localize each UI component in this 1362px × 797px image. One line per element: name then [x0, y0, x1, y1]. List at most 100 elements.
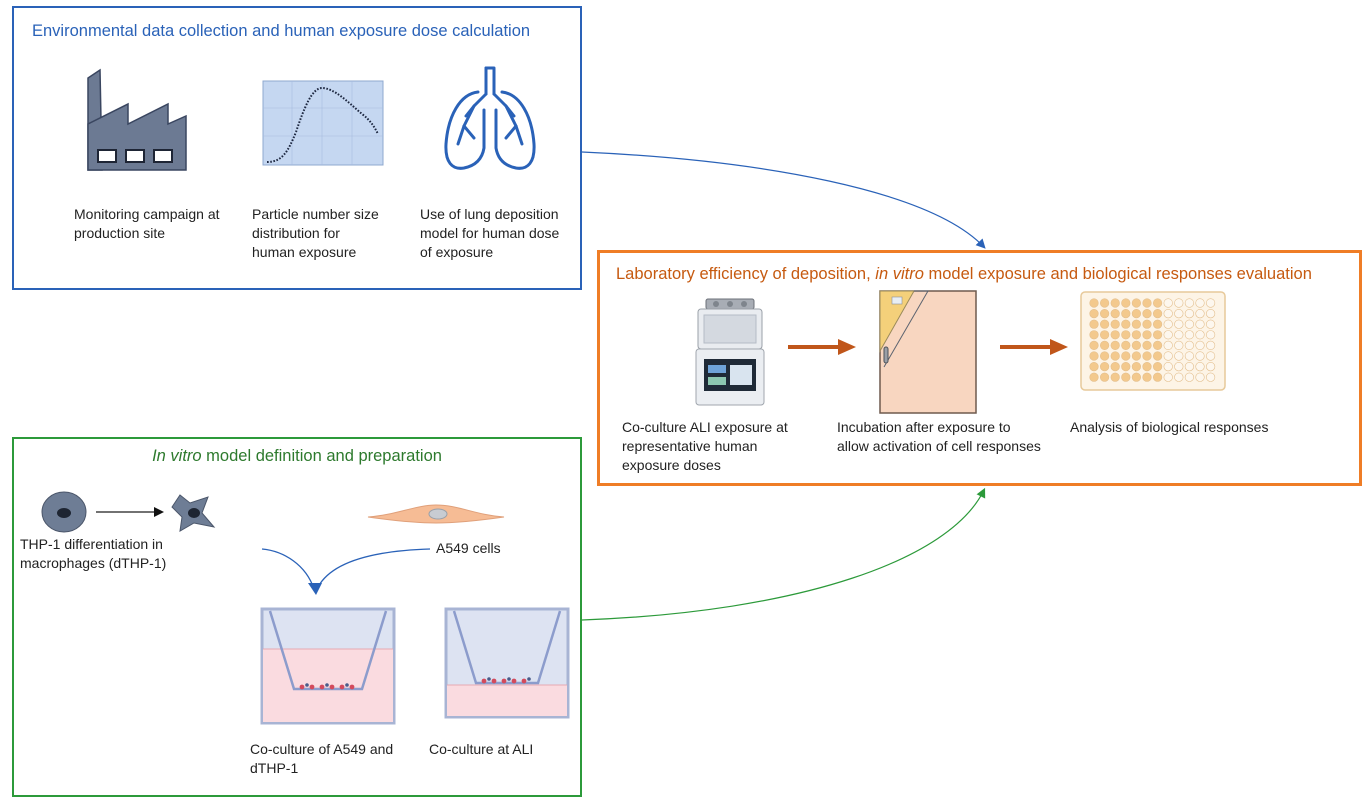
well	[1089, 308, 1099, 319]
well	[1163, 319, 1173, 329]
well	[1152, 319, 1163, 329]
well	[1174, 298, 1184, 308]
well	[1163, 361, 1173, 372]
environmental-panel-title: Environmental data collection and human …	[32, 22, 531, 40]
well	[1142, 372, 1152, 382]
well	[1152, 351, 1163, 361]
well	[1110, 330, 1120, 340]
well	[1152, 372, 1163, 382]
well	[1142, 361, 1152, 372]
well	[1195, 319, 1205, 329]
well	[1152, 298, 1163, 308]
factory-icon	[87, 68, 187, 171]
well	[1142, 340, 1152, 351]
well	[1110, 351, 1120, 361]
well	[1174, 330, 1184, 340]
well	[1195, 340, 1205, 351]
well	[1121, 340, 1131, 351]
well	[1089, 319, 1099, 329]
lungs-icon	[444, 66, 536, 170]
well	[1089, 351, 1099, 361]
well	[1195, 361, 1205, 372]
well	[1121, 308, 1131, 319]
well	[1099, 330, 1110, 340]
coculture-insert-icon	[260, 607, 396, 725]
well	[1131, 330, 1142, 340]
well	[1099, 319, 1110, 329]
exposure-system-icon	[695, 298, 765, 406]
incubator-icon	[879, 290, 977, 414]
well	[1195, 308, 1205, 319]
well	[1099, 340, 1110, 351]
well	[1174, 351, 1184, 361]
well	[1184, 308, 1194, 319]
well	[1089, 372, 1099, 382]
well	[1131, 319, 1142, 329]
environmental-data-panel: Environmental data collection and human …	[12, 6, 582, 290]
laboratory-panel-title: Laboratory efficiency of deposition, in …	[616, 265, 1312, 283]
well	[1089, 340, 1099, 351]
size-distribution-chart-icon	[262, 80, 384, 166]
well	[1121, 330, 1131, 340]
well	[1152, 361, 1163, 372]
well	[1099, 372, 1110, 382]
well	[1206, 319, 1216, 329]
well	[1206, 340, 1216, 351]
well	[1110, 361, 1120, 372]
well	[1152, 330, 1163, 340]
well	[1099, 308, 1110, 319]
well	[1184, 361, 1194, 372]
well	[1206, 372, 1216, 382]
well	[1110, 319, 1120, 329]
thp1-differentiation-icon	[41, 491, 216, 533]
well	[1195, 351, 1205, 361]
well	[1131, 308, 1142, 319]
process-arrow-1	[788, 339, 856, 355]
ali-insert-icon	[444, 607, 570, 719]
well	[1142, 351, 1152, 361]
well	[1184, 372, 1194, 382]
well	[1184, 298, 1194, 308]
well	[1174, 340, 1184, 351]
vitro-to-lab-arrow	[581, 487, 986, 621]
process-arrow-2	[1000, 339, 1068, 355]
well	[1110, 372, 1120, 382]
well	[1184, 330, 1194, 340]
well	[1089, 330, 1099, 340]
well	[1163, 298, 1173, 308]
a549-caption: A549 cells	[436, 540, 501, 556]
well	[1163, 330, 1173, 340]
well	[1131, 298, 1142, 308]
well	[1131, 372, 1142, 382]
well	[1142, 298, 1152, 308]
well	[1121, 372, 1131, 382]
well	[1110, 340, 1120, 351]
well	[1110, 298, 1120, 308]
well	[1152, 308, 1163, 319]
a549-cell-icon	[367, 504, 505, 524]
ali-caption: Co-culture at ALI	[429, 741, 534, 757]
well	[1131, 340, 1142, 351]
well	[1142, 330, 1152, 340]
well	[1121, 298, 1131, 308]
well	[1131, 361, 1142, 372]
well	[1163, 372, 1173, 382]
merge-arrows	[261, 548, 431, 595]
well	[1131, 351, 1142, 361]
well	[1099, 298, 1110, 308]
well	[1163, 340, 1173, 351]
well	[1089, 361, 1099, 372]
well	[1121, 351, 1131, 361]
well	[1163, 351, 1173, 361]
well	[1099, 351, 1110, 361]
well	[1206, 330, 1216, 340]
well	[1099, 361, 1110, 372]
in-vitro-panel: In vitro model definition and preparatio…	[12, 437, 582, 797]
well	[1174, 372, 1184, 382]
